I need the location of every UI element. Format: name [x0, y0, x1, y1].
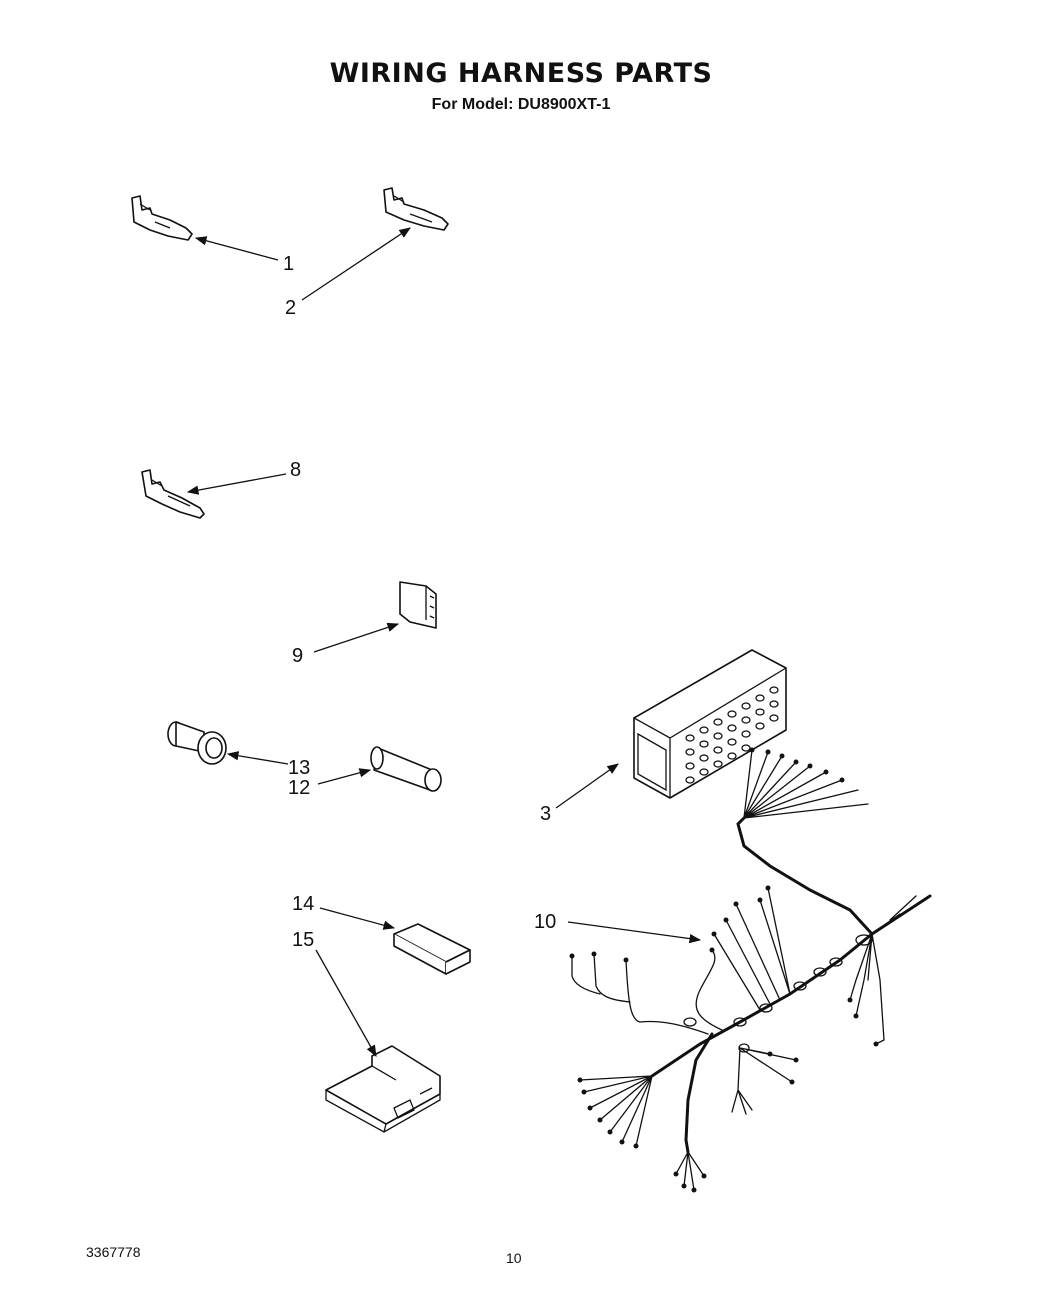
terminal-part-8 — [141, 469, 205, 519]
callout-15: 15 — [292, 929, 314, 951]
bracket-part-15 — [325, 1045, 441, 1133]
callout-12: 12 — [288, 777, 310, 799]
document-number: 3367778 — [86, 1244, 141, 1260]
terminal-part-1 — [131, 195, 193, 241]
model-subtitle: For Model: DU8900XT-1 — [431, 96, 611, 113]
leader-lines — [186, 227, 702, 1058]
callout-9: 9 — [292, 645, 303, 667]
callout-1: 1 — [283, 253, 294, 275]
callout-8: 8 — [290, 459, 301, 481]
callout-10: 10 — [534, 911, 556, 933]
callout-13: 13 — [288, 757, 310, 779]
callout-2: 2 — [285, 297, 296, 319]
page-number: 10 — [506, 1250, 522, 1266]
block-part-14 — [393, 923, 471, 975]
connector-block-part-3 — [633, 649, 787, 799]
connector-part-9 — [399, 581, 437, 629]
page-title: WIRING HARNESS PARTS — [329, 58, 713, 89]
callout-14: 14 — [292, 893, 314, 915]
socket-part-13 — [167, 721, 227, 765]
callout-3: 3 — [540, 803, 551, 825]
sleeve-part-12 — [370, 746, 442, 792]
wiring-harness-part-10 — [569, 747, 932, 1193]
terminal-part-2 — [383, 187, 449, 231]
